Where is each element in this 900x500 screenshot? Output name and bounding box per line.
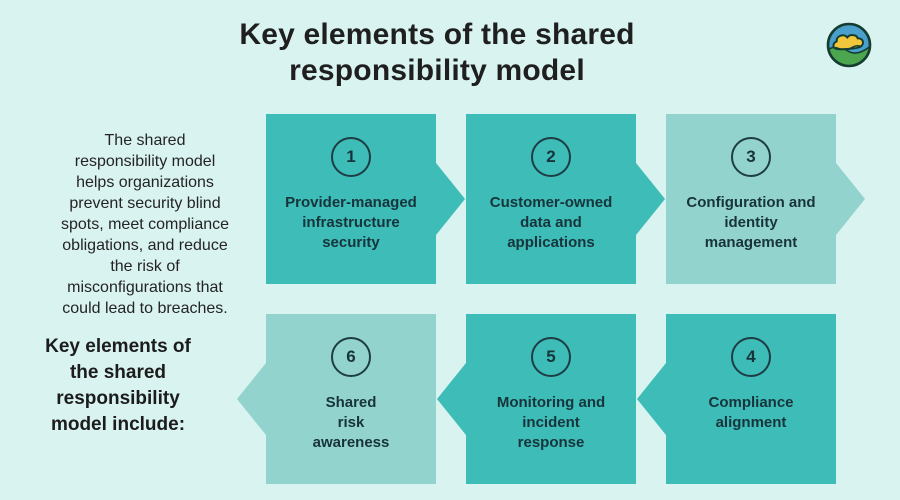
intro-paragraph: The shared responsibility model helps or… <box>60 132 230 317</box>
step-number-circle: 2 <box>531 137 571 177</box>
step-number-circle: 3 <box>731 137 771 177</box>
step-label: Shared risk awareness <box>312 394 390 451</box>
step-number: 3 <box>746 147 756 166</box>
flow-arrow-right-icon <box>436 163 465 235</box>
step-number: 2 <box>546 147 556 166</box>
step-number-circle: 4 <box>731 337 771 377</box>
page-title: Key elements of the shared responsibilit… <box>239 18 635 87</box>
flow-arrow-left-icon <box>237 363 266 435</box>
flow-arrow-right-icon <box>636 163 665 235</box>
step-number: 6 <box>346 347 356 366</box>
step-box-6: 6 Shared risk awareness <box>237 314 436 484</box>
step-label: Provider-managed infrastructure security <box>285 194 417 251</box>
step-label: Configuration and identity management <box>686 194 816 251</box>
flow-arrow-left-icon <box>637 363 666 435</box>
key-elements-heading: Key elements of the shared responsibilit… <box>45 336 191 435</box>
step-box-4: 4 Compliance alignment <box>637 314 836 484</box>
step-number: 5 <box>546 347 556 366</box>
step-label: Customer-owned data and applications <box>489 194 613 251</box>
flow-arrow-right-icon <box>836 163 865 235</box>
cloud-over-hill-logo-icon <box>824 20 874 70</box>
step-number-circle: 1 <box>331 137 371 177</box>
step-label: Monitoring and incident response <box>496 394 606 451</box>
flow-arrow-left-icon <box>437 363 466 435</box>
step-box-5: 5 Monitoring and incident response <box>437 314 636 484</box>
step-number: 1 <box>346 147 356 166</box>
step-box-3: 3 Configuration and identity management <box>666 114 865 284</box>
step-box-1: 1 Provider-managed infrastructure securi… <box>266 114 465 284</box>
step-number-circle: 5 <box>531 337 571 377</box>
step-number-circle: 6 <box>331 337 371 377</box>
step-number: 4 <box>746 347 756 366</box>
step-label: Compliance alignment <box>708 394 794 431</box>
step-box-2: 2 Customer-owned data and applications <box>466 114 665 284</box>
